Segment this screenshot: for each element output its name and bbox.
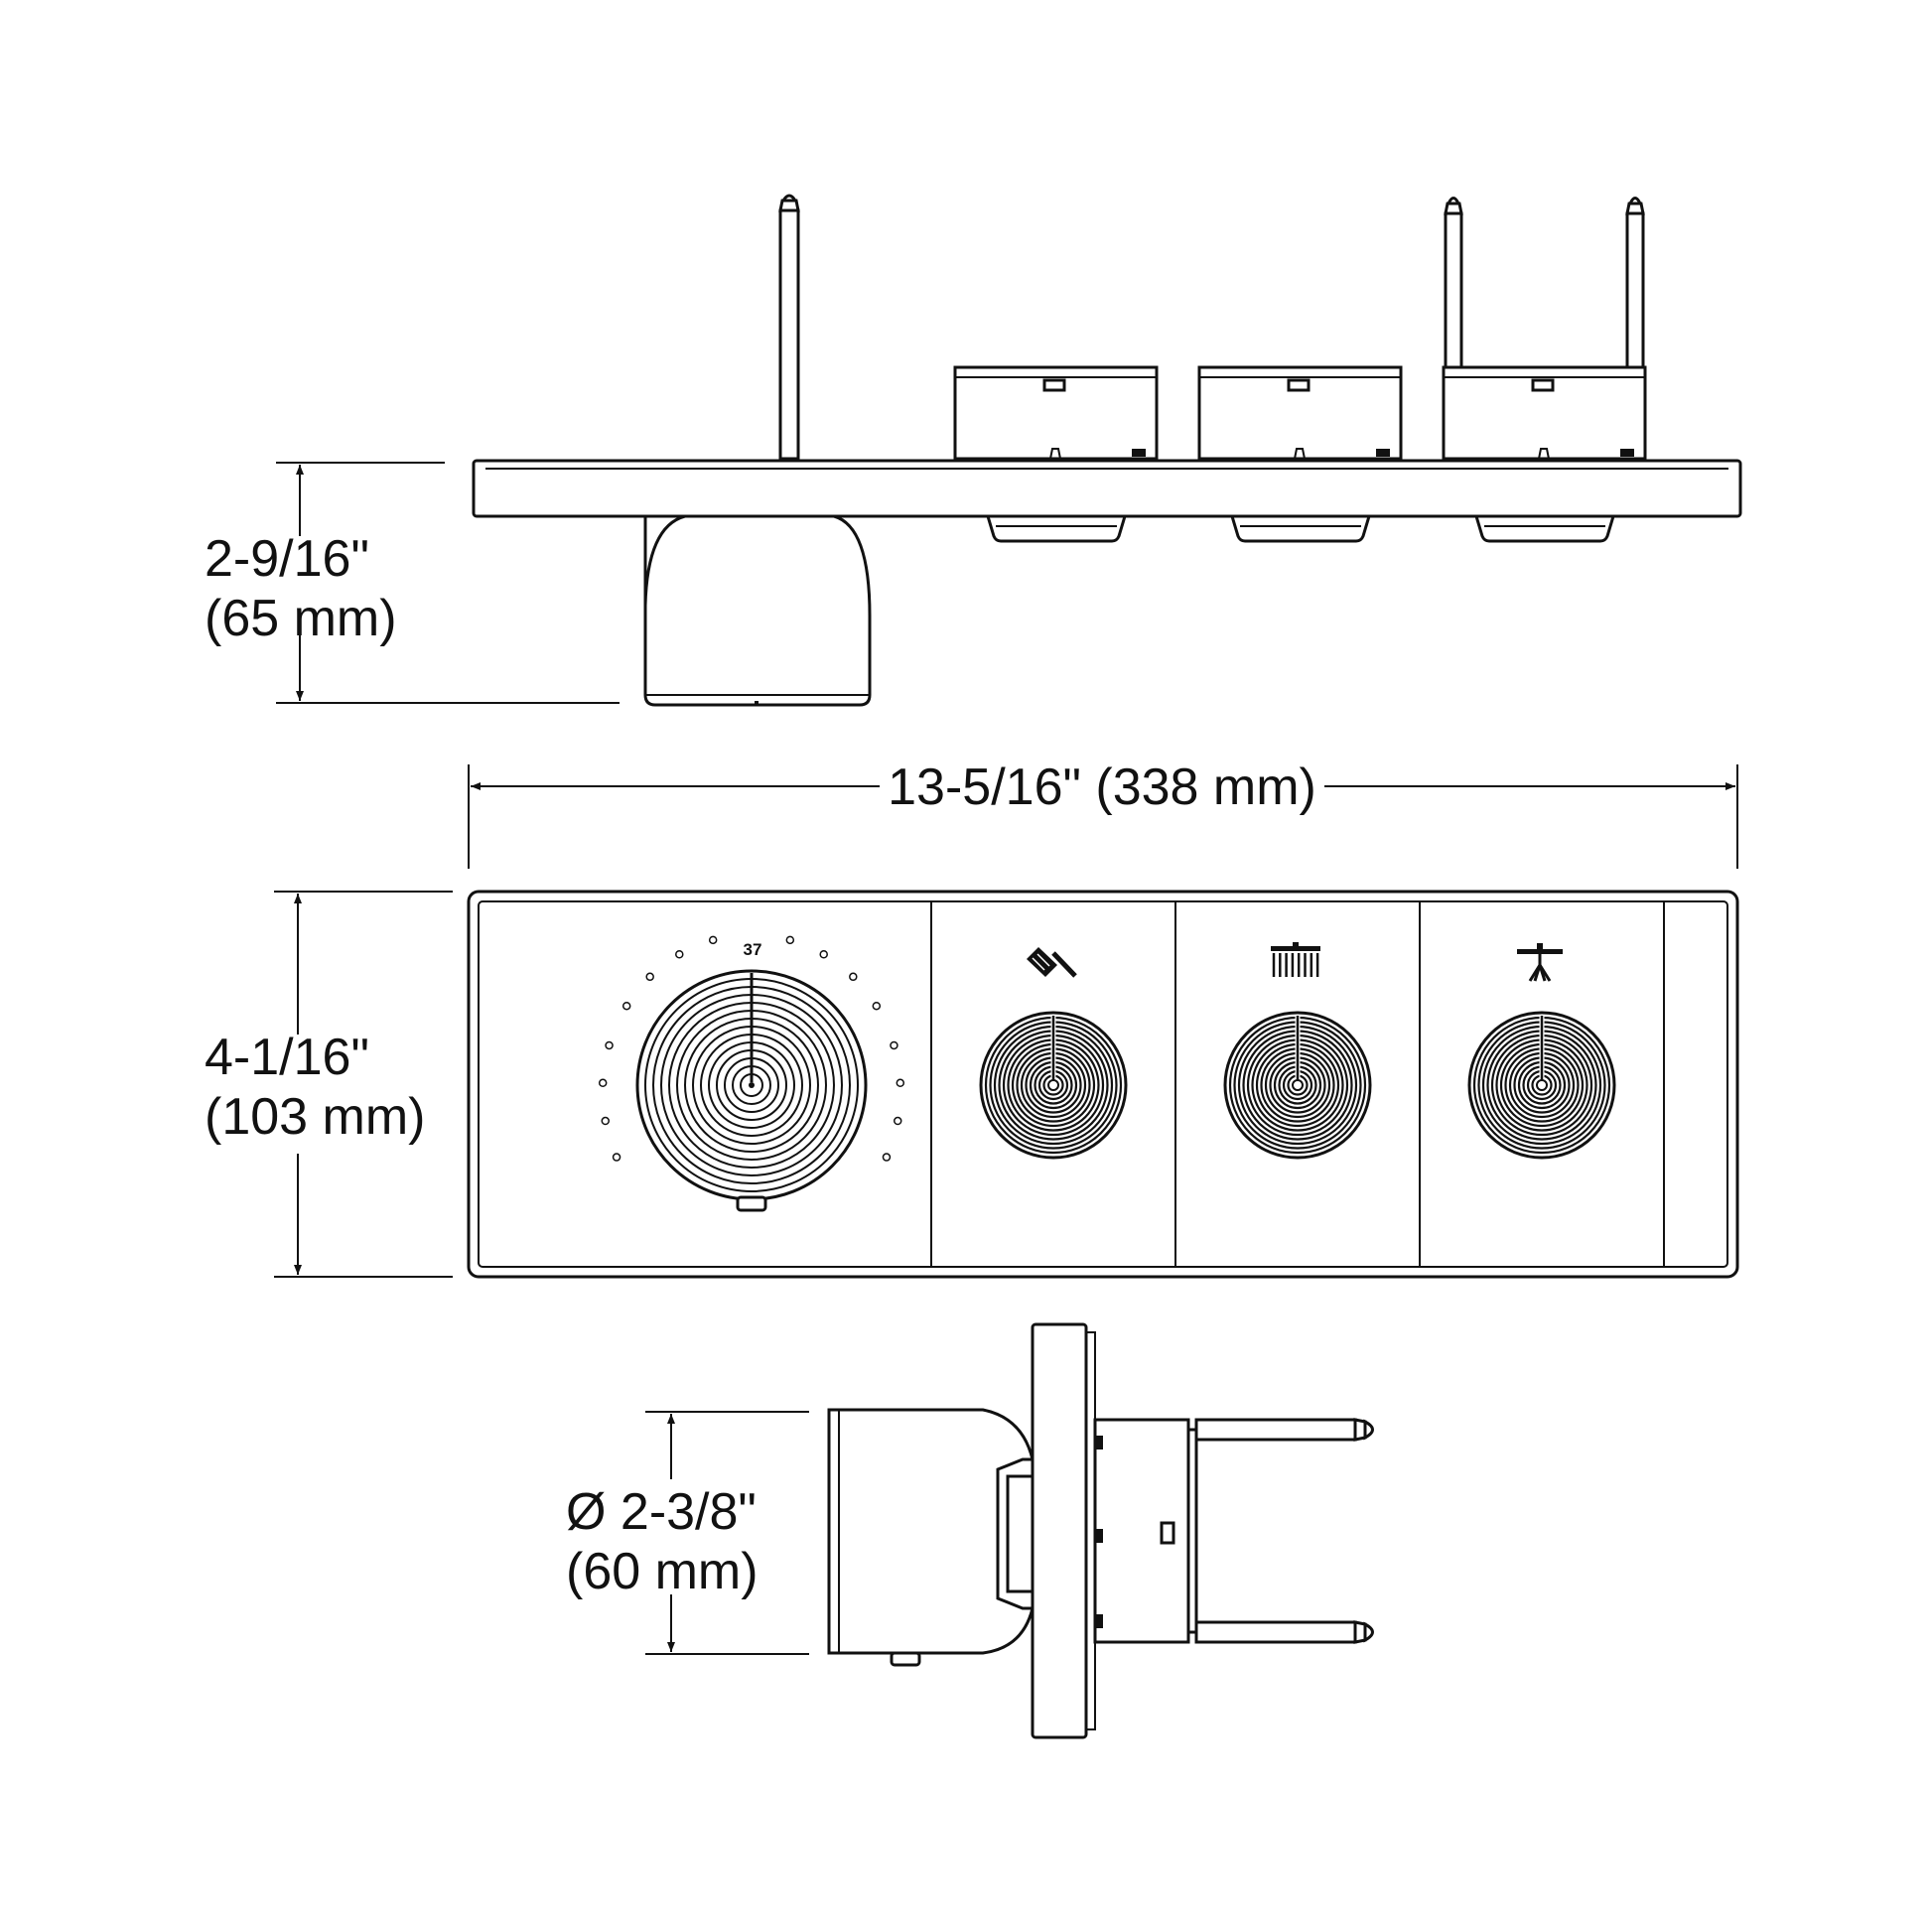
- top-view-knob-3: [1473, 514, 1616, 543]
- side-cover-plate: [1031, 1322, 1088, 1739]
- rain-shower-icon: [1271, 942, 1320, 977]
- height-imperial: 4-1/16": [205, 1029, 369, 1086]
- function-knob-3[interactable]: [1467, 1011, 1616, 1160]
- side-view: Ø 2-3/8" (60 mm): [566, 1322, 1374, 1739]
- top-view: 2-9/16" (65 mm): [205, 194, 1742, 707]
- dimension-top-depth: 2-9/16" (65 mm): [205, 462, 620, 704]
- front-view: 37: [205, 890, 1739, 1279]
- function-knob-1[interactable]: [979, 1011, 1128, 1160]
- front-cover-plate: [467, 890, 1739, 1279]
- top-view-knob-1: [985, 514, 1128, 543]
- top-depth-metric: (65 mm): [205, 590, 397, 647]
- height-metric: (103 mm): [205, 1088, 425, 1146]
- diameter-metric: (60 mm): [566, 1543, 759, 1600]
- width-label: 13-5/16" (338 mm): [888, 759, 1316, 816]
- handshower-icon: [1027, 947, 1077, 978]
- dimension-width: 13-5/16" (338 mm): [468, 759, 1738, 869]
- function-knob-2[interactable]: [1223, 1011, 1372, 1160]
- body-spray-icon: [1517, 943, 1563, 982]
- top-view-valve-body-3: [1442, 197, 1647, 461]
- top-view-thermostat-knob: [643, 514, 872, 707]
- top-view-valve-body-2: [1197, 365, 1403, 461]
- dimension-diameter: Ø 2-3/8" (60 mm): [566, 1411, 809, 1655]
- side-valve-body: [1093, 1418, 1374, 1644]
- temperature-scale-dots: [598, 935, 905, 1162]
- top-view-knob-2: [1229, 514, 1372, 543]
- temperature-mark: 37: [744, 940, 762, 959]
- top-view-stem-left: [778, 194, 800, 461]
- diameter-imperial: Ø 2-3/8": [566, 1483, 757, 1541]
- top-depth-imperial: 2-9/16": [205, 530, 369, 588]
- dimension-height: 4-1/16" (103 mm): [205, 891, 453, 1278]
- thermostat-dial[interactable]: 37: [598, 935, 905, 1212]
- top-view-valve-body-1: [953, 365, 1159, 461]
